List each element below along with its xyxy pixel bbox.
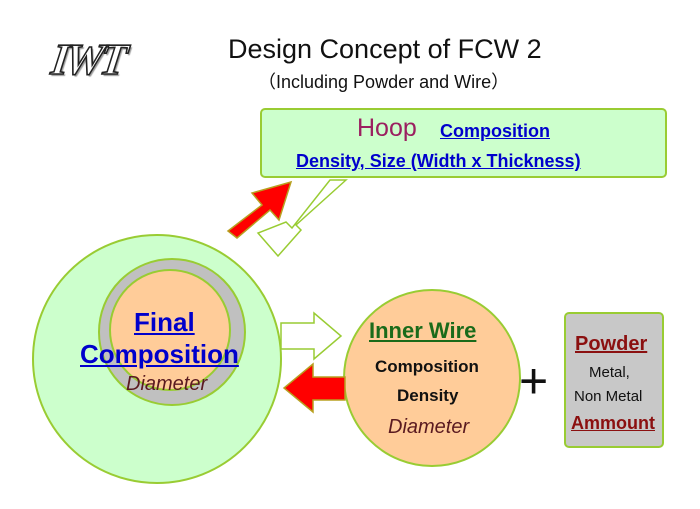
red-arrow-from-inner-wire — [282, 362, 346, 414]
hoop-density-size-link[interactable]: Density, Size (Width x Thickness) — [296, 151, 581, 171]
powder-non-metal: Non Metal — [574, 388, 643, 405]
hoop-label: Hoop — [357, 114, 417, 142]
inner-wire-diameter: Diameter — [388, 416, 470, 438]
red-arrow-to-hoop — [226, 180, 293, 239]
powder-title[interactable]: Powder — [575, 333, 648, 355]
final-composition-link[interactable]: Composition — [80, 339, 239, 369]
final-diameter-label: Diameter — [126, 373, 208, 395]
white-arrow-to-inner-wire — [280, 311, 343, 361]
white-arrow-from-hoop — [256, 179, 348, 258]
inner-wire-composition: Composition — [375, 357, 479, 376]
powder-box — [564, 312, 664, 448]
powder-metal: Metal, — [589, 364, 630, 381]
powder-amount[interactable]: Ammount — [571, 413, 655, 433]
inner-wire-circle — [343, 289, 521, 467]
core-circle — [109, 269, 231, 391]
final-label-link[interactable]: Final — [134, 307, 195, 337]
inner-wire-title[interactable]: Inner Wire — [369, 318, 477, 343]
hoop-composition-link[interactable]: Composition — [440, 121, 550, 141]
page-title: Design Concept of FCW 2 — [228, 34, 542, 64]
iwt-logo: IWT — [48, 34, 128, 85]
inner-wire-density: Density — [397, 386, 459, 405]
plus-icon: + — [519, 353, 549, 409]
page-subtitle: （Including Powder and Wire） — [258, 72, 510, 92]
hoop-box — [260, 108, 667, 178]
